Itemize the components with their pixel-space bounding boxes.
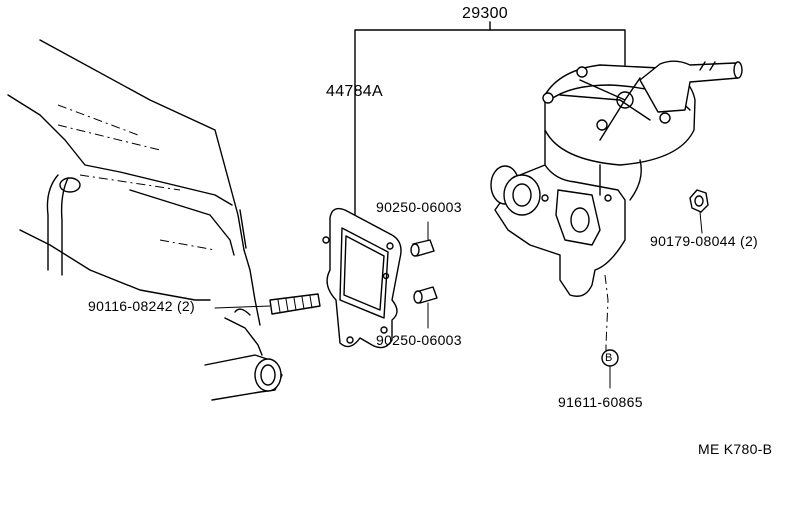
label-bolt: 91611-60865 [558, 394, 643, 410]
engine-block [7, 39, 261, 326]
label-stud: 90116-08242 (2) [88, 298, 195, 314]
leader-lines [354, 21, 626, 351]
flange-nut [689, 189, 709, 234]
gasket [322, 207, 402, 349]
stud-bolt [214, 293, 321, 315]
label-assembly: 29300 [462, 5, 508, 22]
label-nut: 90179-08044 (2) [650, 233, 759, 249]
label-pin-lower: 90250-06003 [376, 332, 462, 348]
bolt-marker-circle [601, 349, 619, 389]
vacuum-pump [490, 60, 743, 346]
label-gasket: 44784A [326, 83, 383, 100]
label-drawing-code: ME K780-B [698, 441, 773, 457]
label-bolt-marker: B [605, 352, 613, 364]
dowel-pins [410, 221, 438, 329]
label-pin-upper: 90250-06003 [376, 199, 462, 215]
water-pipe [204, 308, 283, 401]
